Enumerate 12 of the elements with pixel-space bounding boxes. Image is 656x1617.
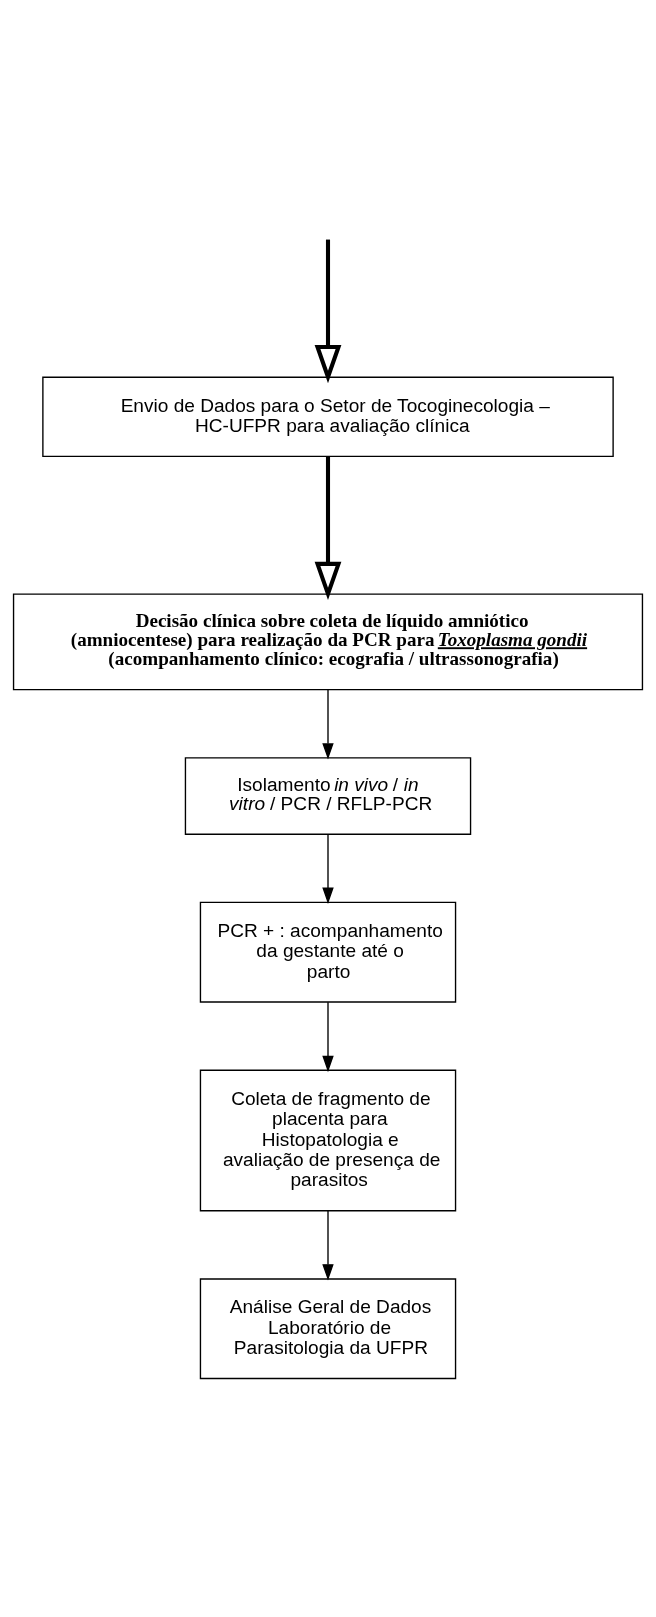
arrow (322, 1001, 334, 1073)
arrow (314, 456, 342, 601)
arrow (322, 1210, 334, 1281)
node-box: Coleta de fragmento de placenta para Histopatologia e avaliação de presença de parasitos (199, 1069, 457, 1212)
node-box: Envio de Dados para o Setor de Tocoginecologia – HC-UFPR para avaliação clínica (42, 376, 614, 458)
arrow (322, 689, 334, 760)
arrow (314, 239, 342, 384)
node-box: Isolamento in vivo / in vitro / PCR / RFLP-PCR (184, 757, 472, 835)
node-box: Decisão clínica sobre coleta de líquido amniótico (amniocentese) para realização da PCR para Toxoplasma gondii (acompanhamento clínico: ecografia / ultrassonografia) (12, 593, 644, 691)
node-box: Análise Geral de Dados Laboratório de Parasitologia da UFPR (199, 1278, 457, 1380)
arrow (322, 833, 334, 904)
node-box: PCR + : acompanhamento da gestante até o parto (199, 901, 457, 1003)
